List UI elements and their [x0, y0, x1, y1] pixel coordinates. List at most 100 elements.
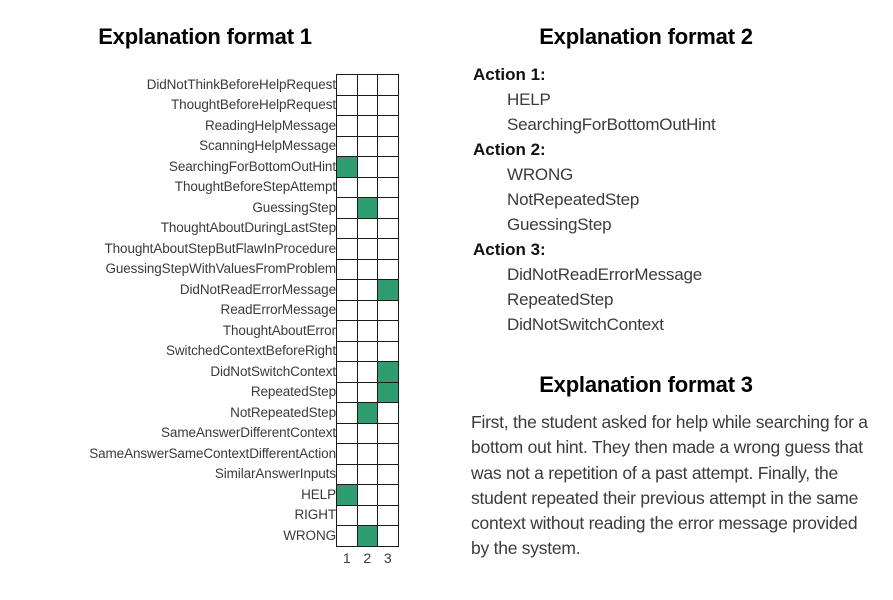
matrix-cell-empty[interactable]: [336, 381, 358, 403]
matrix-cell-empty[interactable]: [356, 443, 378, 465]
matrix-cell-empty[interactable]: [336, 361, 358, 383]
matrix-cell-empty[interactable]: [377, 197, 399, 219]
matrix-cell-empty[interactable]: [377, 94, 399, 116]
matrix-cell-filled[interactable]: [356, 402, 378, 424]
matrix-cell-empty[interactable]: [336, 525, 358, 547]
matrix-cell-filled[interactable]: [377, 279, 399, 301]
matrix-cell-empty[interactable]: [377, 340, 399, 362]
matrix-row-label: NotRepeatedStep: [230, 404, 336, 420]
format3-title: Explanation format 3: [539, 372, 753, 397]
matrix-cell-empty[interactable]: [356, 463, 378, 485]
matrix-cell-empty[interactable]: [336, 279, 358, 301]
matrix-cell-empty[interactable]: [356, 279, 378, 301]
matrix-cell-empty[interactable]: [336, 135, 358, 157]
matrix-row: ThoughtAboutError: [0, 320, 399, 342]
matrix-row-label: RIGHT: [294, 507, 337, 522]
matrix-cell-empty[interactable]: [356, 299, 378, 321]
matrix-cell-empty[interactable]: [377, 176, 399, 198]
format3-paragraph: First, the student asked for help while …: [471, 412, 868, 559]
matrix-cell-filled[interactable]: [336, 484, 358, 506]
matrix-row-label: ThoughtBeforeHelpRequest: [171, 97, 336, 112]
matrix-cell-empty[interactable]: [377, 135, 399, 157]
matrix-row: SimilarAnswerInputs: [0, 463, 399, 485]
matrix-row: RepeatedStep: [0, 381, 399, 403]
matrix-cell-empty[interactable]: [336, 463, 358, 485]
matrix-cell-empty[interactable]: [356, 115, 378, 137]
matrix-cell-filled[interactable]: [377, 361, 399, 383]
matrix-cell-empty[interactable]: [336, 115, 358, 137]
format1-title: Explanation format 1: [98, 24, 312, 49]
matrix-cell-empty[interactable]: [377, 74, 399, 96]
matrix-cell-empty[interactable]: [377, 320, 399, 342]
matrix-cell-empty[interactable]: [377, 422, 399, 444]
matrix-cell-empty[interactable]: [377, 299, 399, 321]
matrix-cell-empty[interactable]: [377, 504, 399, 526]
matrix-row: GuessingStepWithValuesFromProblem: [0, 258, 399, 280]
matrix-cell-empty[interactable]: [377, 217, 399, 239]
matrix-cell-empty[interactable]: [356, 422, 378, 444]
matrix-cell-empty[interactable]: [377, 463, 399, 485]
matrix-cell-filled[interactable]: [377, 381, 399, 403]
action-item: NotRepeatedStep: [507, 190, 640, 209]
matrix-cell-empty[interactable]: [377, 115, 399, 137]
matrix-cell-empty[interactable]: [336, 238, 358, 260]
matrix-cell-empty[interactable]: [356, 238, 378, 260]
matrix-cell-empty[interactable]: [356, 361, 378, 383]
matrix-cell-empty[interactable]: [336, 94, 358, 116]
matrix-cell-filled[interactable]: [356, 197, 378, 219]
matrix-cell-empty[interactable]: [336, 443, 358, 465]
matrix-cell-empty[interactable]: [336, 197, 358, 219]
matrix-cell-empty[interactable]: [336, 320, 358, 342]
matrix-cell-filled[interactable]: [356, 525, 378, 547]
matrix-cell-empty[interactable]: [356, 74, 378, 96]
matrix-row: SwitchedContextBeforeRight: [0, 340, 399, 362]
matrix-cell-filled[interactable]: [336, 156, 358, 178]
matrix-cell-empty[interactable]: [356, 176, 378, 198]
matrix-cell-empty[interactable]: [377, 525, 399, 547]
matrix-cell-empty[interactable]: [336, 402, 358, 424]
action-item: DidNotSwitchContext: [507, 315, 664, 334]
matrix-column-label: 1: [342, 549, 351, 566]
matrix-cell-empty[interactable]: [377, 484, 399, 506]
matrix-cell-empty[interactable]: [356, 156, 378, 178]
matrix-cell-empty[interactable]: [336, 422, 358, 444]
matrix-row: ThoughtAboutStepButFlawInProcedure: [0, 238, 399, 260]
action-item: HELP: [507, 90, 551, 109]
action-item: SearchingForBottomOutHint: [507, 115, 716, 134]
format2-title: Explanation format 2: [539, 24, 753, 49]
matrix-cell-empty[interactable]: [377, 238, 399, 260]
matrix-cell-empty[interactable]: [336, 74, 358, 96]
matrix-cell-empty[interactable]: [377, 402, 399, 424]
action-group: Action 1: HELP SearchingForBottomOutHint: [473, 62, 893, 137]
matrix-cell-empty[interactable]: [377, 156, 399, 178]
matrix-cell-empty[interactable]: [356, 94, 378, 116]
matrix-cell-empty[interactable]: [336, 176, 358, 198]
matrix-row: NotRepeatedStep: [0, 402, 399, 424]
matrix-row: WRONG: [0, 525, 399, 547]
matrix-cell-empty[interactable]: [356, 320, 378, 342]
matrix-cell-empty[interactable]: [356, 484, 378, 506]
matrix-cell-empty[interactable]: [336, 258, 358, 280]
matrix-cell-empty[interactable]: [336, 299, 358, 321]
matrix-cell-empty[interactable]: [356, 217, 378, 239]
matrix-cell-empty[interactable]: [377, 443, 399, 465]
matrix-cell-empty[interactable]: [356, 381, 378, 403]
matrix-cell-empty[interactable]: [336, 217, 358, 239]
matrix-cell-empty[interactable]: [356, 340, 378, 362]
matrix-cell-empty[interactable]: [356, 135, 378, 157]
action-group-header: Action 1:: [473, 65, 546, 84]
matrix-cell-empty[interactable]: [377, 258, 399, 280]
matrix-cell-empty[interactable]: [336, 340, 358, 362]
matrix-row-label: SimilarAnswerInputs: [214, 466, 336, 481]
action-item: GuessingStep: [507, 215, 612, 234]
matrix-cell-empty[interactable]: [336, 504, 358, 526]
matrix-row: ThoughtBeforeHelpRequest: [0, 94, 399, 116]
matrix-row: DidNotSwitchContext: [0, 361, 399, 383]
action-item: RepeatedStep: [507, 290, 614, 309]
matrix-row: SameAnswerSameContextDifferentAction: [0, 443, 399, 465]
matrix-cell-empty[interactable]: [356, 258, 378, 280]
matrix-cell-empty[interactable]: [356, 504, 378, 526]
